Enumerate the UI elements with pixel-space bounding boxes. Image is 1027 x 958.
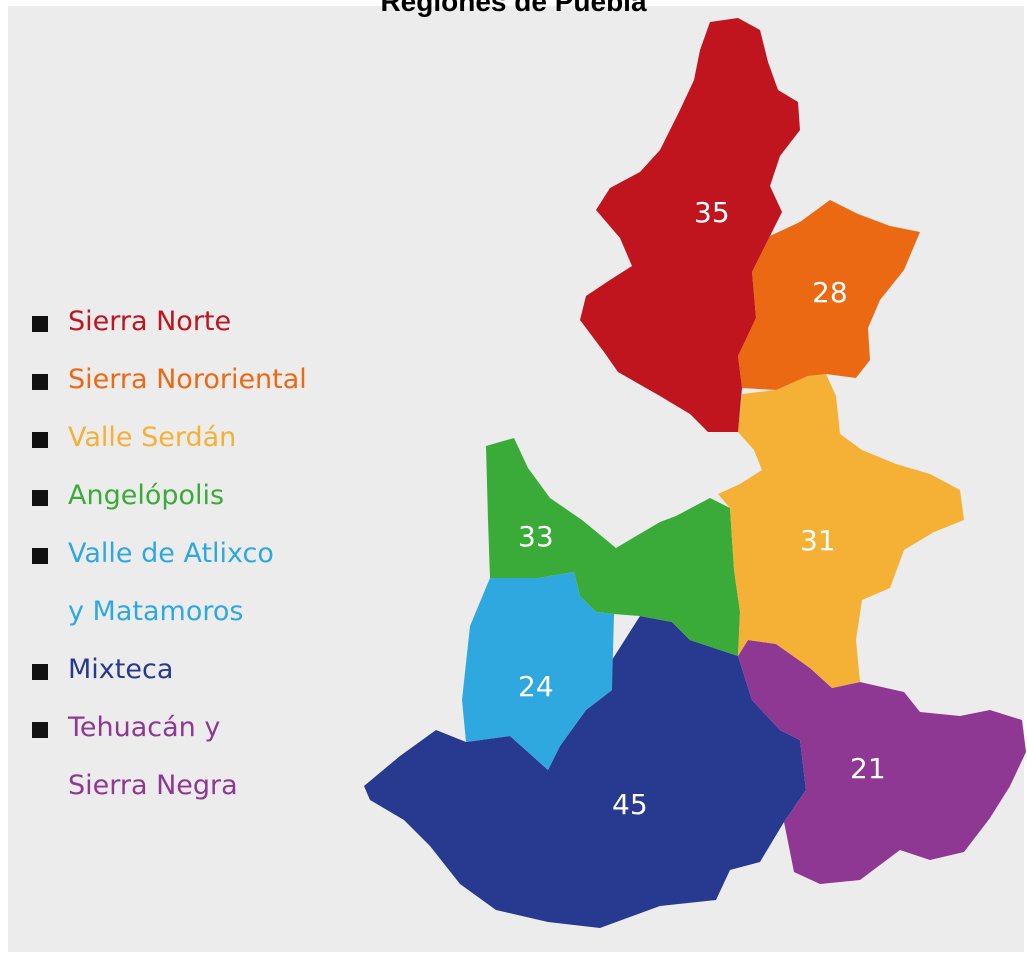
legend-label-sierra-nororiental: Sierra Nororiental	[68, 364, 307, 395]
region-angelopolis	[486, 438, 740, 656]
region-sierra-norte	[580, 18, 800, 432]
legend-label-sierra-norte: Sierra Norte	[68, 306, 232, 337]
region-atlixco	[462, 572, 614, 770]
count-atlixco: 24	[518, 670, 554, 703]
legend-bullet	[32, 548, 48, 564]
region-tehuacan	[738, 640, 1026, 884]
count-tehuacan: 21	[850, 752, 886, 785]
count-sierra-norte: 35	[694, 196, 730, 229]
count-sierra-nororiental: 28	[812, 276, 848, 309]
map-title: Regiones de Puebla	[380, 0, 647, 17]
legend-bullet	[32, 374, 48, 390]
legend-label-tehuacan: Tehuacán y	[68, 712, 221, 743]
region-mixteca	[364, 616, 806, 928]
legend-label-tehuacan-line2: Sierra Negra	[68, 770, 238, 801]
legend-bullet	[32, 664, 48, 680]
legend-bullet	[32, 316, 48, 332]
region-valle-serdan	[718, 374, 964, 688]
count-mixteca: 45	[612, 788, 648, 821]
legend-bullet	[32, 490, 48, 506]
count-valle-serdan: 31	[800, 524, 836, 557]
legend-label-angelopolis: Angelópolis	[68, 480, 225, 511]
region-sierra-nororiental	[738, 200, 920, 390]
legend-label-atlixco-line2: y Matamoros	[68, 596, 244, 627]
legend-bullet	[32, 432, 48, 448]
legend-bullet	[32, 722, 48, 738]
legend-label-valle-serdan: Valle Serdán	[68, 422, 237, 453]
legend-label-atlixco: Valle de Atlixco	[68, 538, 274, 569]
count-angelopolis: 33	[518, 520, 554, 553]
legend-label-mixteca: Mixteca	[68, 654, 174, 685]
